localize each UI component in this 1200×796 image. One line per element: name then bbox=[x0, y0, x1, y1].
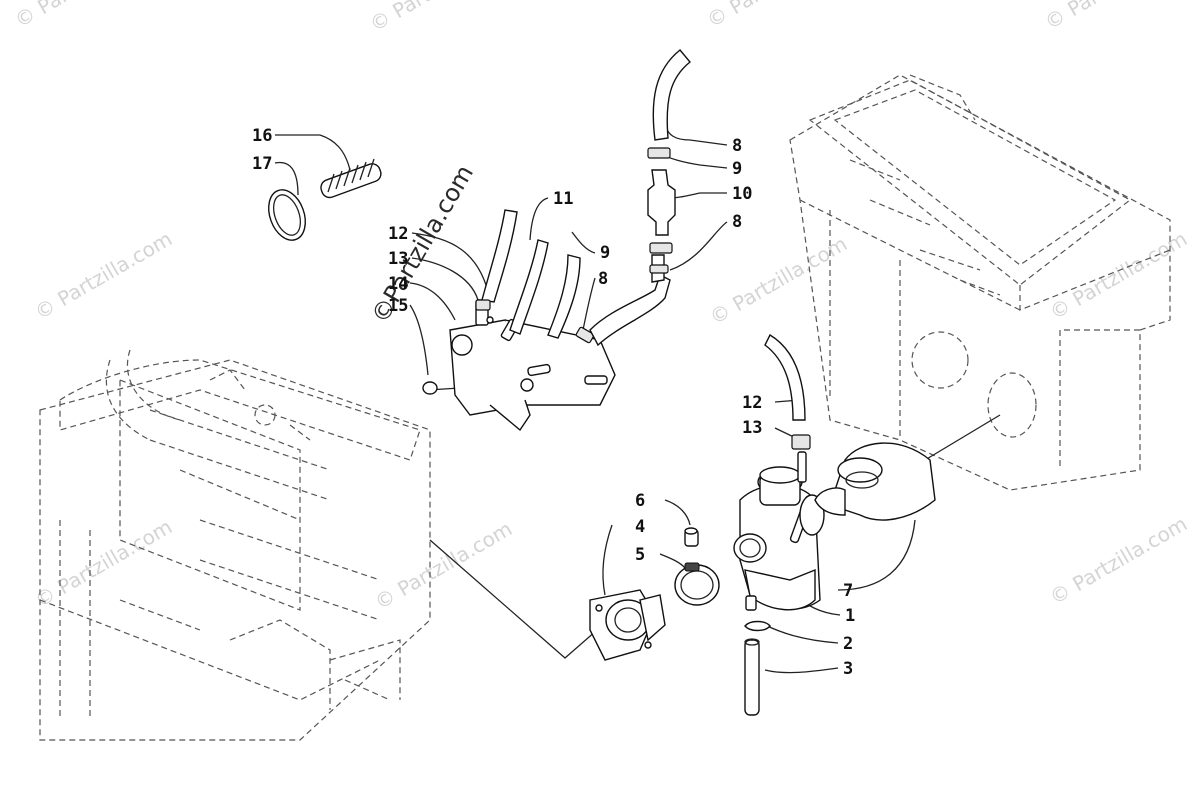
callout-label: 7 bbox=[843, 581, 853, 601]
pump-hoses bbox=[475, 209, 671, 347]
carburetor-part bbox=[733, 466, 825, 611]
callout-label: 13 bbox=[742, 418, 762, 438]
watermark: © Partzilla.com bbox=[1046, 511, 1192, 609]
intake-flange-part bbox=[589, 589, 666, 661]
cap-part bbox=[684, 527, 699, 547]
fuel-filter-part bbox=[647, 49, 691, 283]
watermark: © Partzilla.com bbox=[31, 514, 177, 612]
intake-boot-part bbox=[814, 442, 936, 521]
callout-label: 2 bbox=[843, 634, 853, 654]
callout-label: 17 bbox=[252, 154, 272, 174]
watermark: © Partzilla.com bbox=[1046, 226, 1192, 324]
clamp-part bbox=[674, 562, 720, 606]
drain-hose-part bbox=[744, 638, 760, 716]
watermark-group: © Partzilla.com © Partzilla.com © Partzi… bbox=[11, 0, 1192, 614]
callout-label: 12 bbox=[742, 393, 762, 413]
callout-label: 14 bbox=[388, 274, 408, 294]
ring-part bbox=[268, 189, 306, 241]
callout-label: 8 bbox=[598, 269, 608, 289]
airbox-outline bbox=[789, 74, 1171, 491]
callout-label: 5 bbox=[635, 545, 645, 565]
watermark: © Partzilla.com bbox=[366, 0, 512, 36]
callout-label: 8 bbox=[732, 136, 742, 156]
callout-label: 16 bbox=[252, 126, 272, 146]
clip-part bbox=[744, 620, 771, 632]
watermark: © Partzilla.com bbox=[371, 516, 517, 614]
callout-label: 6 bbox=[635, 491, 645, 511]
callout-label: 3 bbox=[843, 659, 853, 679]
callout-labels: 1 2 3 4 5 6 7 8 9 10 8 9 8 11 12 13 14 1… bbox=[252, 126, 855, 679]
watermark: © Partzilla.com bbox=[11, 0, 157, 32]
watermark: © Partzilla.com bbox=[1041, 0, 1187, 34]
callout-label: 9 bbox=[600, 243, 610, 263]
watermark: © Partzilla.com bbox=[706, 231, 852, 329]
callout-label: 11 bbox=[553, 189, 573, 209]
watermark: © Partzilla.com bbox=[31, 226, 177, 324]
watermark-center: ©Partzilla.com bbox=[366, 160, 479, 328]
engine-outline bbox=[39, 349, 431, 741]
watermark: © Partzilla.com bbox=[703, 0, 849, 32]
callout-label: 1 bbox=[845, 606, 855, 626]
callout-label: 9 bbox=[732, 159, 742, 179]
callout-label: 4 bbox=[635, 517, 645, 537]
fuel-pump-part bbox=[422, 299, 616, 432]
callout-label: 15 bbox=[388, 296, 408, 316]
carb-vent-hose bbox=[764, 334, 811, 483]
callout-label: 8 bbox=[732, 212, 742, 232]
callout-label: 12 bbox=[388, 224, 408, 244]
callout-label: 10 bbox=[732, 184, 752, 204]
callout-label: 13 bbox=[388, 249, 408, 269]
spring-part bbox=[320, 158, 382, 199]
